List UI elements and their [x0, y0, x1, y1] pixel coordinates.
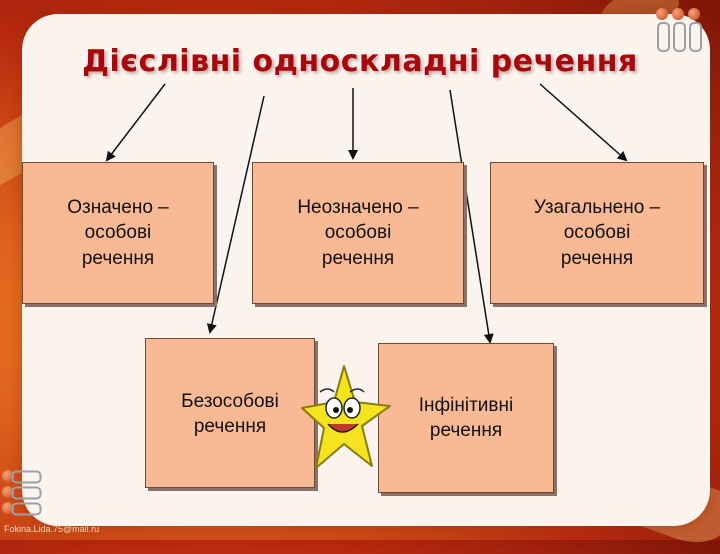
bead-icon [2, 470, 14, 482]
paperclip-decoration-bottom [0, 466, 56, 518]
box-definite-personal: Означено – особові речення [22, 162, 214, 304]
smiling-star-icon [301, 365, 391, 469]
box-infinitive-label: Інфінітивні речення [418, 394, 514, 441]
box-indefinite-personal-label: Неозначено – особові речення [297, 197, 419, 269]
paperclip-icon [11, 502, 42, 516]
bead-icon [656, 8, 668, 20]
box-infinitive: Інфінітивні речення [378, 343, 554, 493]
bead-icon [672, 8, 684, 20]
arrow-to-infinitive [449, 89, 494, 344]
box-impersonal-label: Безособові речення [181, 391, 279, 438]
arrow-to-generalized [539, 83, 628, 162]
bead-icon [688, 8, 700, 20]
box-impersonal: Безособові речення [145, 338, 315, 488]
bead-icon [2, 486, 14, 498]
paperclip-icon [657, 22, 670, 52]
connector-arrows [105, 83, 628, 344]
arrow-to-definite [105, 83, 166, 162]
box-generalized-personal-label: Узагальнено – особові речення [533, 197, 661, 269]
box-definite-personal-label: Означено – особові речення [67, 197, 169, 269]
box-generalized-personal: Узагальнено – особові речення [490, 162, 704, 304]
diagram-title: Дієслівні односкладні речення [82, 44, 638, 79]
paperclip-icon [11, 470, 42, 484]
paperclip-icon [673, 22, 686, 52]
paperclip-decoration-top [652, 8, 708, 56]
paperclip-icon [11, 486, 42, 500]
arrow-to-impersonal [206, 95, 265, 334]
box-indefinite-personal: Неозначено – особові речення [252, 162, 464, 304]
footer-email: Fokina.Lida.75@mail.ru [4, 524, 100, 534]
bead-icon [2, 502, 14, 514]
paperclip-icon [689, 22, 702, 52]
